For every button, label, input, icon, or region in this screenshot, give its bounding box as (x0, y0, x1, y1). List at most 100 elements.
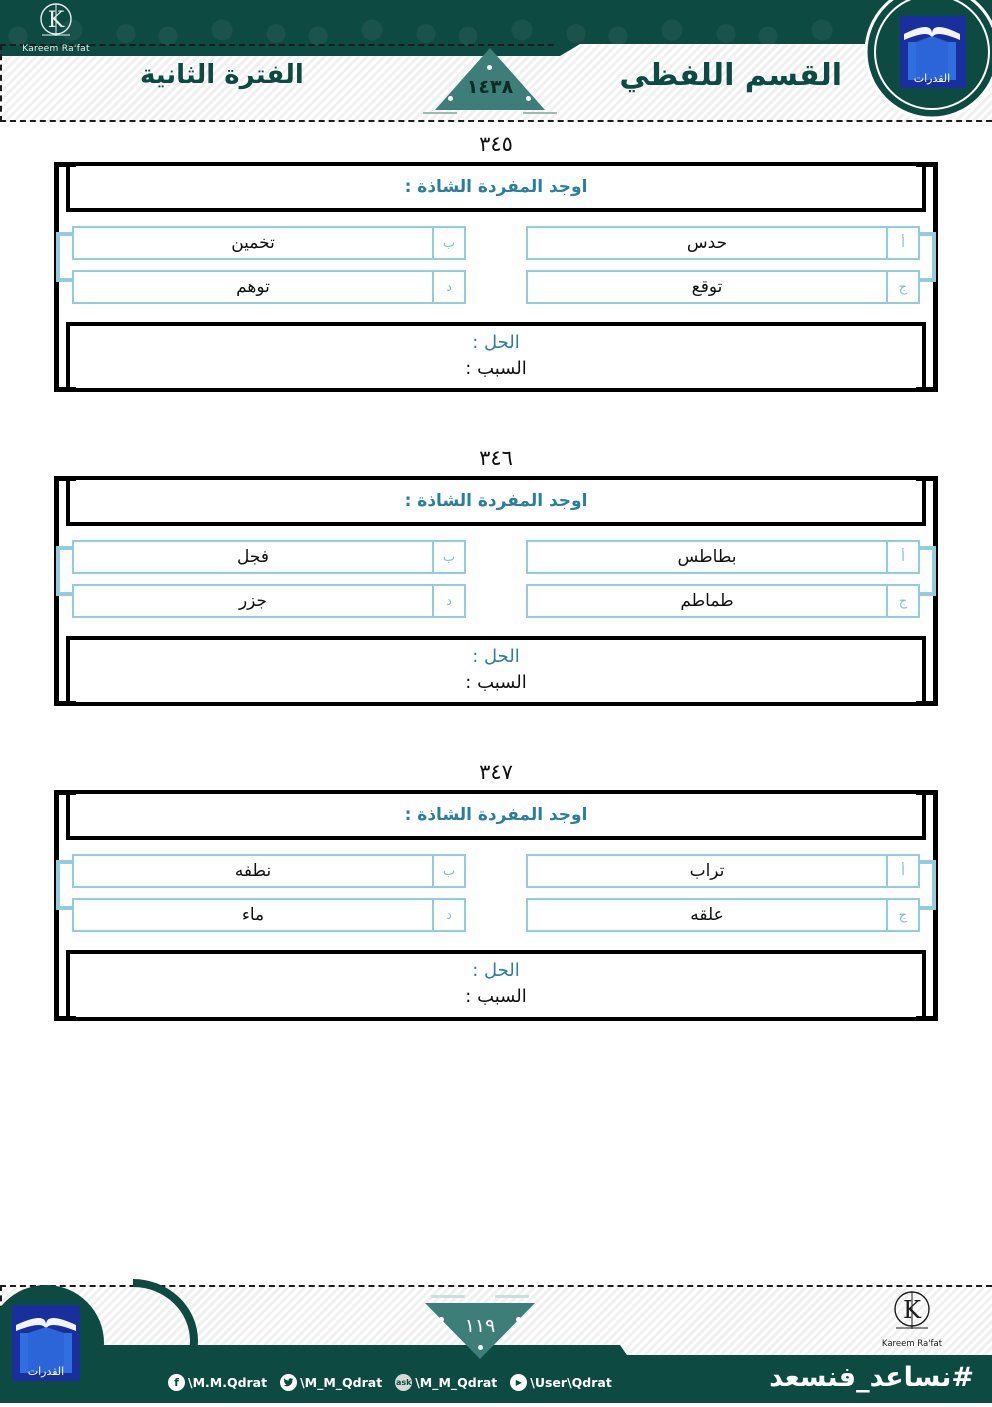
year-bar-left (423, 112, 457, 114)
page-bar-left (431, 1295, 465, 1298)
option-text: طماطم (680, 591, 734, 612)
option-d[interactable]: د توهم (72, 270, 466, 304)
question-block: اوجد المفردة الشاذة : أ حدس ب تخمين (44, 162, 948, 393)
option-text: توقع (691, 277, 723, 297)
option-d[interactable]: د ماء (72, 898, 466, 933)
option-text: ماء (241, 905, 265, 926)
option-letter: د (432, 272, 464, 302)
question-prompt-box: اوجد المفردة الشاذة : (66, 790, 926, 841)
hashtag: #نساعد_فنسعد (769, 1362, 974, 1393)
social-links: f \M.M.Qdrat \M_M_Qdrat ask \M_M_Qdrat ▶… (168, 1374, 612, 1391)
option-a[interactable]: أ بطاطس (526, 540, 920, 575)
option-letter: ب (432, 542, 464, 573)
question-number: ٣٤٥ (479, 132, 513, 156)
option-letter: ج (886, 900, 918, 931)
social-handle: \M_M_Qdrat (300, 1375, 383, 1390)
block-spacer (0, 706, 992, 750)
option-letter: أ (886, 856, 918, 887)
option-letter: ج (886, 272, 918, 302)
block-spacer (0, 392, 992, 436)
answer-box[interactable]: الحل : السبب : (66, 950, 926, 1021)
year-badge: ١٤٣٨ (423, 48, 557, 114)
social-ask[interactable]: ask \M_M_Qdrat (395, 1374, 497, 1391)
page-header: K Kareem Ra'fat القدرات القسم اللفظي الف… (0, 0, 992, 122)
option-row: أ تراب ب نطفه (66, 854, 926, 889)
social-youtube[interactable]: ▶ \User\Qdrat (510, 1374, 612, 1391)
question-prompt: اوجد المفردة الشاذة : (404, 805, 588, 826)
option-a[interactable]: أ حدس (526, 226, 920, 260)
k-monogram-icon: K (40, 3, 72, 36)
option-row: ج علقه د ماء (66, 898, 926, 933)
option-letter: أ (886, 542, 918, 573)
year-dot-top (487, 65, 492, 70)
option-text: علقه (690, 905, 724, 926)
option-a[interactable]: أ تراب (526, 854, 920, 889)
option-c[interactable]: ج طماطم (526, 584, 920, 619)
twitter-icon (280, 1374, 298, 1391)
question-prompt: اوجد المفردة الشاذة : (404, 177, 588, 197)
option-text: نطفه (234, 861, 272, 882)
question-number: ٣٤٧ (479, 760, 513, 785)
option-connector-left (56, 232, 72, 282)
option-letter: د (432, 900, 464, 931)
option-text: فجل (237, 547, 269, 568)
header-dashed-left (0, 44, 2, 122)
header-dashed-bottom (0, 120, 992, 122)
footer-logo-text: القدرات (28, 1365, 64, 1378)
header-dashed-top (0, 44, 556, 46)
facebook-icon: f (168, 1374, 185, 1391)
option-connector-right (920, 546, 936, 597)
option-row: ج توقع د توهم (66, 270, 926, 304)
question-group: ٣٤٥ اوجد المفردة الشاذة : أ حدس ب تخمين (0, 132, 992, 393)
option-text: حدس (686, 233, 728, 253)
solution-label: الحل : (472, 332, 520, 353)
question-prompt: اوجد المفردة الشاذة : (404, 491, 588, 512)
logo-text: القدرات (914, 72, 950, 85)
social-handle: \M.M.Qdrat (188, 1375, 268, 1390)
answer-box[interactable]: الحل : السبب : (66, 636, 926, 707)
option-row: ج طماطم د جزر (66, 584, 926, 619)
footer-green-band-right (572, 1355, 992, 1403)
page-number-badge: ١١٩ (425, 1295, 535, 1359)
option-text: بطاطس (677, 547, 737, 568)
social-handle: \M_M_Qdrat (415, 1375, 498, 1390)
option-text: جزر (238, 591, 268, 612)
option-connector-right (920, 232, 936, 282)
year-dot-left (448, 96, 453, 101)
option-connector-left (56, 546, 72, 597)
question-prompt-box: اوجد المفردة الشاذة : (66, 476, 926, 527)
solution-label: الحل : (472, 960, 520, 982)
answer-box[interactable]: الحل : السبب : (66, 322, 926, 393)
option-b[interactable]: ب نطفه (72, 854, 466, 889)
option-row: أ بطاطس ب فجل (66, 540, 926, 575)
reason-label: السبب : (465, 986, 527, 1008)
option-c[interactable]: ج توقع (526, 270, 920, 304)
designer-name: Kareem Ra'fat (22, 44, 90, 54)
option-letter: ب (432, 856, 464, 887)
social-twitter[interactable]: \M_M_Qdrat (280, 1374, 382, 1391)
page-dot-left (439, 1317, 444, 1322)
footer-designer-name: Kareem Ra'fat (881, 1339, 943, 1349)
option-letter: أ (886, 228, 918, 258)
option-text: تراب (689, 861, 725, 882)
footer-brand-logo: القدرات (0, 1283, 124, 1403)
youtube-icon: ▶ (510, 1374, 528, 1391)
options-grid: أ تراب ب نطفه ج علقه د ماء (56, 840, 936, 950)
question-block: اوجد المفردة الشاذة : أ بطاطس ب فجل (44, 476, 948, 707)
option-connector-left (56, 860, 72, 911)
options-grid: أ حدس ب تخمين ج توقع د توهم (56, 212, 936, 322)
option-b[interactable]: ب فجل (72, 540, 466, 575)
page-footer: القدرات ١١٩ K Kareem Ra'fat f \M.M.Qdrat… (0, 1275, 992, 1403)
question-group: ٣٤٦ اوجد المفردة الشاذة : أ بطاطس ب فجل (0, 446, 992, 707)
k-monogram-icon: K (894, 1291, 930, 1329)
year-value: ١٤٣٨ (466, 76, 514, 98)
option-d[interactable]: د جزر (72, 584, 466, 619)
question-block: اوجد المفردة الشاذة : أ تراب ب نطفه (44, 790, 948, 1021)
option-c[interactable]: ج علقه (526, 898, 920, 933)
reason-label: السبب : (465, 672, 527, 694)
solution-label: الحل : (472, 646, 520, 668)
social-facebook[interactable]: f \M.M.Qdrat (168, 1374, 267, 1391)
year-dot-right (526, 96, 531, 101)
option-b[interactable]: ب تخمين (72, 226, 466, 260)
designer-monogram: K Kareem Ra'fat (8, 2, 104, 54)
